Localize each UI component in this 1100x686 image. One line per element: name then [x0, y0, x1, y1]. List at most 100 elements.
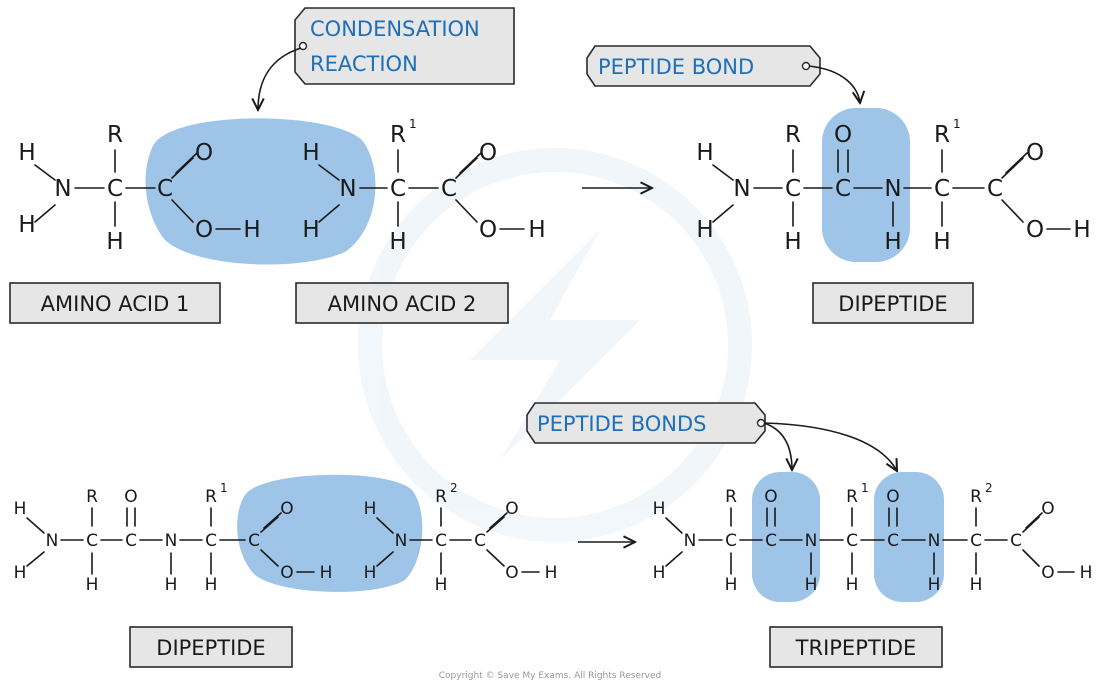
atom-h: H: [928, 575, 941, 595]
superscript-2: 2: [985, 481, 993, 495]
atom-o: O: [479, 140, 497, 166]
atom-c: C: [205, 531, 217, 551]
atom-h: H: [389, 229, 406, 255]
atom-h: H: [243, 217, 260, 243]
condensation-reaction-callout: CONDENSATION REACTION: [258, 7, 515, 110]
atom-h: H: [435, 575, 448, 595]
atom-c: C: [125, 531, 137, 551]
peptide-bonds-label: PEPTIDE BONDS: [537, 412, 707, 436]
atom-h: H: [884, 229, 901, 255]
atom-c: C: [441, 176, 457, 202]
atom-h: H: [1073, 217, 1090, 243]
atom-h: H: [805, 575, 818, 595]
atom-h: H: [302, 140, 319, 166]
atom-c: C: [970, 531, 982, 551]
atom-n: N: [395, 531, 408, 551]
atom-h: H: [364, 499, 377, 519]
atom-h: H: [18, 212, 35, 238]
atom-o: O: [886, 487, 899, 507]
svg-text:TRIPEPTIDE: TRIPEPTIDE: [795, 636, 917, 660]
amino-acid-1-structure: H H N C R H C O O H: [18, 122, 260, 255]
atom-o: O: [479, 217, 497, 243]
peptide-bond-highlight-2: [874, 472, 944, 602]
atom-h: H: [696, 140, 713, 166]
atom-h: H: [528, 217, 545, 243]
svg-text:DIPEPTIDE: DIPEPTIDE: [838, 292, 947, 316]
atom-h: H: [696, 217, 713, 243]
atom-r: R: [846, 487, 858, 507]
atom-c: C: [474, 531, 486, 551]
atom-r: R: [970, 487, 982, 507]
atom-h: H: [106, 229, 123, 255]
atom-h: H: [1080, 563, 1093, 583]
atom-h: H: [165, 575, 178, 595]
label-amino-acid-2: AMINO ACID 2: [295, 282, 509, 324]
atom-r: R: [435, 487, 447, 507]
atom-c: C: [846, 531, 858, 551]
atom-n: N: [46, 531, 59, 551]
atom-o: O: [1041, 563, 1054, 583]
atom-n: N: [733, 176, 750, 202]
condensation-line-2: REACTION: [310, 52, 418, 76]
peptide-bond-highlight: [822, 108, 910, 262]
atom-h: H: [653, 499, 666, 519]
atom-h: H: [14, 563, 27, 583]
atom-c: C: [1010, 531, 1022, 551]
atom-c: C: [765, 531, 777, 551]
peptide-bond-callout: PEPTIDE BOND: [586, 45, 860, 103]
atom-o: O: [124, 487, 137, 507]
atom-c: C: [987, 176, 1003, 202]
condensation-highlight-blob-bottom: [237, 474, 423, 592]
atom-c: C: [435, 531, 447, 551]
atom-n: N: [339, 176, 356, 202]
label-dipeptide-top: DIPEPTIDE: [812, 282, 974, 324]
dipeptide-structure-bottom: H H N C R H C O N H C R 1 H C O O H: [14, 481, 333, 595]
atom-n: N: [684, 531, 697, 551]
svg-text:AMINO ACID 1: AMINO ACID 1: [41, 292, 190, 316]
atom-r: R: [785, 122, 801, 148]
atom-h: H: [18, 140, 35, 166]
atom-h: H: [653, 563, 666, 583]
tripeptide-structure: H H N C R H C O N H C R 1 H C O N H C R …: [653, 481, 1093, 595]
peptide-bonds-callout: PEPTIDE BONDS: [526, 402, 897, 471]
copyright-text: Copyright © Save My Exams. All Rights Re…: [439, 671, 661, 681]
atom-o: O: [834, 122, 852, 148]
peptide-bond-label: PEPTIDE BOND: [598, 55, 754, 79]
atom-c: C: [785, 176, 801, 202]
atom-o: O: [195, 217, 213, 243]
superscript-1: 1: [953, 117, 961, 131]
atom-c: C: [934, 176, 950, 202]
peptide-bond-highlight-1: [752, 472, 820, 602]
atom-r: R: [107, 122, 123, 148]
atom-h: H: [725, 575, 738, 595]
atom-h: H: [302, 217, 319, 243]
atom-c: C: [107, 176, 123, 202]
atom-o: O: [1041, 499, 1054, 519]
watermark-logo: [358, 148, 752, 542]
condensation-highlight-blob: [145, 118, 376, 265]
atom-o: O: [1026, 217, 1044, 243]
dipeptide-structure-top: H H N C R H C O N H C R 1 H C O O H: [696, 117, 1090, 255]
label-amino-acid-1: AMINO ACID 1: [9, 282, 221, 324]
atom-h: H: [970, 575, 983, 595]
atom-n: N: [805, 531, 818, 551]
atom-r: R: [205, 487, 217, 507]
atom-n: N: [884, 176, 901, 202]
atom-o: O: [1026, 140, 1044, 166]
atom-n: N: [928, 531, 941, 551]
svg-text:AMINO ACID 2: AMINO ACID 2: [328, 292, 477, 316]
atom-h: H: [320, 563, 333, 583]
atom-r: R: [86, 487, 98, 507]
atom-r: R: [725, 487, 737, 507]
atom-c: C: [390, 176, 406, 202]
amino-acid-2-structure: H H N C R 1 H C O O H: [302, 117, 545, 255]
superscript-1: 1: [220, 481, 228, 495]
atom-h: H: [364, 563, 377, 583]
superscript-2: 2: [450, 481, 458, 495]
atom-c: C: [835, 176, 851, 202]
atom-h: H: [933, 229, 950, 255]
atom-n: N: [54, 176, 71, 202]
condensation-line-1: CONDENSATION: [310, 17, 480, 41]
atom-h: H: [205, 575, 218, 595]
